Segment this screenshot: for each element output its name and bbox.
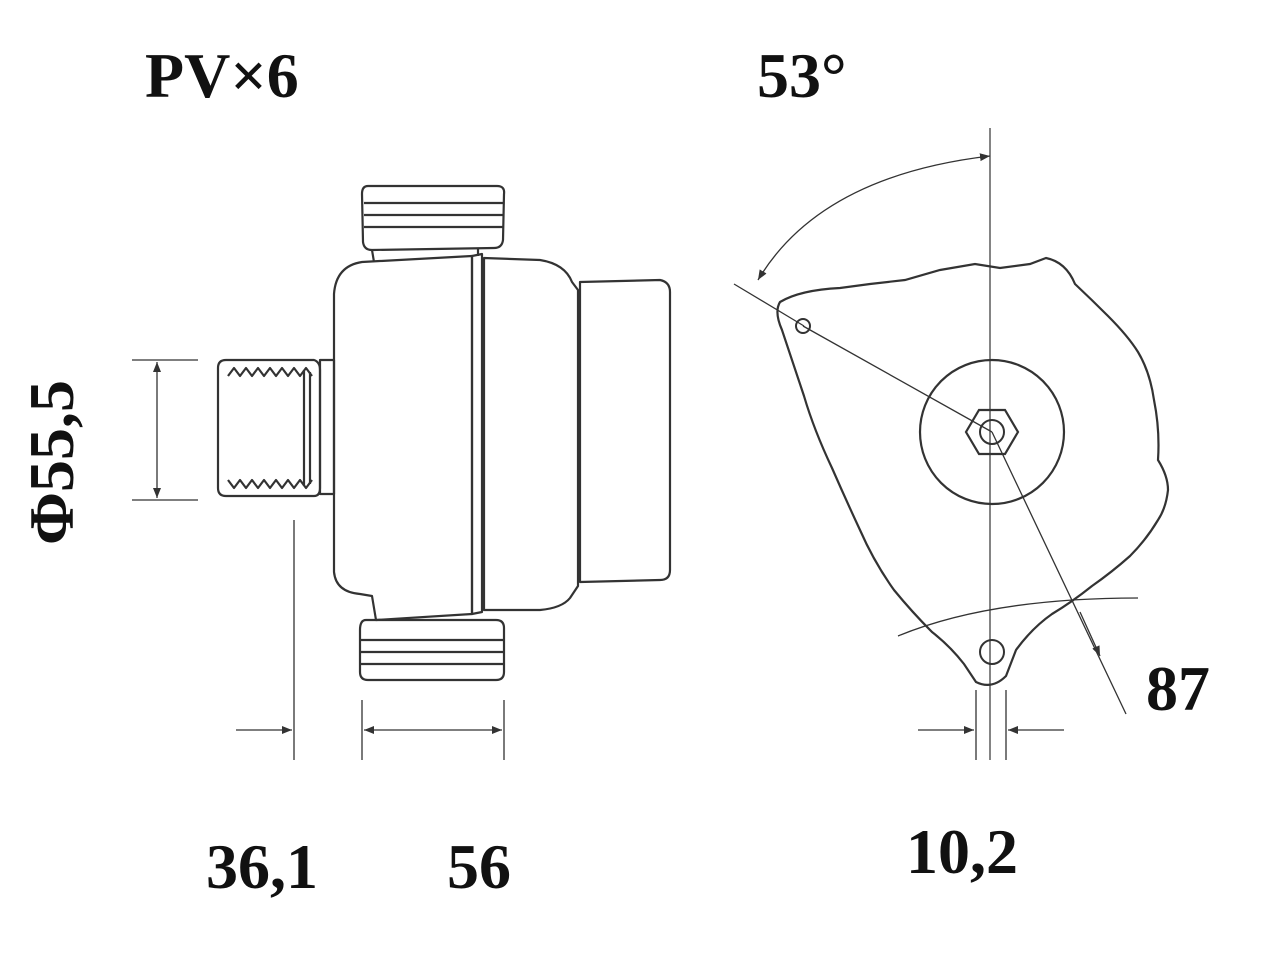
lug-line	[802, 325, 993, 433]
pulley-type-label: PV×6	[145, 40, 299, 111]
distance-arc	[897, 597, 1139, 637]
pulley-hub	[318, 358, 336, 496]
pulley-diameter-label: Φ55,5	[16, 379, 87, 545]
angle-dimension	[733, 153, 991, 327]
shaft-circle	[979, 419, 1005, 445]
distance-arrow	[1079, 611, 1101, 657]
angle-label: 53°	[757, 40, 847, 111]
top-mounting-ear	[360, 184, 506, 263]
lug-offset-dimension-label: 10,2	[906, 816, 1018, 887]
bottom-lug-hole	[979, 639, 1005, 665]
offset-dimension	[918, 690, 1064, 760]
front-housing-outline	[776, 256, 1170, 687]
pulley-circle	[918, 358, 1066, 506]
bottom-mounting-ear	[358, 618, 506, 682]
stator-ring	[470, 252, 484, 616]
rear-housing	[482, 256, 580, 612]
pulley-offset-dimension-label: 36,1	[206, 831, 318, 902]
side-view	[216, 184, 672, 682]
distance-label: 87	[1146, 653, 1210, 724]
side-bottom-dimensions	[236, 520, 505, 760]
diameter-dimension	[132, 359, 198, 501]
hex-nut	[964, 408, 1020, 456]
distance-line	[991, 431, 1127, 715]
body-dimension-label: 56	[447, 831, 511, 902]
front-view	[776, 128, 1170, 760]
rear-cover	[578, 278, 672, 584]
front-housing	[332, 254, 474, 622]
top-lug-hole	[795, 318, 811, 334]
pulley	[216, 358, 322, 498]
